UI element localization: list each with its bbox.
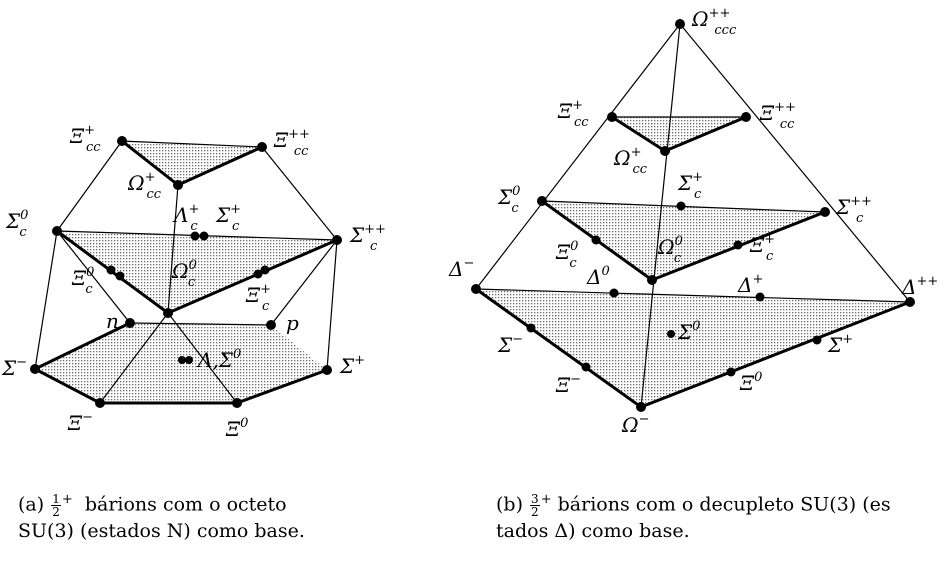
top-triangle-plane-b: [612, 117, 746, 151]
label-sigma-minus: Σ−: [1, 355, 27, 380]
label-sigma-minus-b: Σ−: [497, 332, 523, 357]
label-xi-cc-plusplus: Ξ++cc: [273, 127, 310, 159]
label-proton: p: [286, 311, 299, 335]
dot-omega-minus: [636, 402, 646, 412]
dot-xi-cc-plus-b: [607, 112, 617, 122]
dot-xi-c-plus-b: [260, 265, 270, 275]
label-xi-cc-plus: Ξ+cc: [69, 123, 101, 155]
dot-xi-cc-plusplus-b: [741, 112, 751, 122]
dot-delta-minus: [471, 284, 481, 294]
label-xi-zero: Ξ0: [225, 416, 248, 441]
dot-xi-minus: [95, 398, 105, 408]
dot-sigma-minus: [30, 364, 40, 374]
dot-xi-c-zero-b: [591, 235, 601, 245]
label-sigma-zero-b: Σ0: [677, 319, 700, 344]
dot-sigma-plus: [322, 365, 332, 375]
dot-neutron: [125, 318, 135, 328]
dot-xi-cc-plus: [117, 136, 127, 146]
label-xi-minus-b: Ξ−: [555, 372, 581, 397]
dot-sigma-c-plusplus: [332, 235, 342, 245]
label-sigma-c-plus-b: Σ+c: [677, 170, 703, 202]
label-sigma-c-plusplus-b: Σ++c: [835, 194, 872, 226]
label-sigma-plus: Σ+: [339, 353, 365, 378]
dot-sigma-c-plusplus-b: [820, 207, 830, 217]
dot-sigma-c-zero: [52, 226, 62, 236]
label-sigma-c-plus: Σ+c: [215, 202, 241, 234]
label-omega-minus: Ω−: [621, 412, 650, 437]
dot-sigma-c-plus-b: [676, 201, 686, 211]
dot-proton: [266, 320, 276, 330]
top-triangle-plane: [122, 141, 262, 185]
middle-triangle-plane-b: [542, 201, 825, 280]
dot-sigma-minus-b: [526, 323, 536, 333]
label-xi-zero-b: Ξ0: [739, 370, 762, 395]
dot-xi-c-plus-a: [253, 269, 263, 279]
label-neutron: n: [106, 309, 119, 333]
dot-xi-c-plus-b: [733, 240, 743, 250]
label-sigma-c-plusplus: Σ++c: [349, 222, 386, 254]
middle-triangle-plane: [57, 231, 337, 313]
label-delta-plusplus: Δ++: [901, 274, 938, 299]
dot-delta-plusplus: [905, 297, 915, 307]
dot-sigma-plus-b: [812, 335, 822, 345]
label-delta-plus: Δ+: [737, 272, 763, 297]
dot-delta-zero: [609, 288, 619, 298]
label-lambda-sigma-zero: Λ,Σ0: [196, 347, 241, 372]
label-omega-cc-plus-b: Ω+cc: [613, 145, 648, 177]
dot-delta-plus: [755, 292, 765, 302]
dot-xi-zero-b: [726, 367, 736, 377]
label-sigma-plus-b: Σ+: [827, 332, 853, 357]
dot-xi-cc-plusplus: [257, 142, 267, 152]
dot-xi-minus-b: [581, 362, 591, 372]
label-xi-c-plus: Ξ+c: [245, 282, 271, 314]
dot-xi-zero: [232, 398, 242, 408]
label-xi-minus: Ξ−: [67, 410, 93, 435]
label-xi-cc-plus-b: Ξ+cc: [557, 98, 589, 130]
caption-b-line2: tados Δ) como base.: [496, 520, 690, 543]
dot-xi-c-zero-b: [115, 271, 125, 281]
caption-a-line2: SU(3) (estados N) como base.: [18, 520, 305, 543]
dot-sigma-zero: [185, 356, 193, 364]
dot-sigma-c-plus: [199, 231, 209, 241]
label-delta-minus: Δ−: [448, 256, 474, 281]
label-xi-c-plus-b: Ξ+c: [749, 232, 775, 264]
label-xi-cc-plusplus-b: Ξ++cc: [759, 100, 796, 132]
label-omega-ccc-plusplus: Ω++ccc: [691, 6, 737, 38]
dot-omega-c-zero-b: [647, 275, 657, 285]
decuplet-triangle-plane: [476, 289, 910, 407]
dot-omega-cc-plus: [173, 180, 183, 190]
dot-omega-c-zero: [163, 308, 173, 318]
dot-sigma-c-zero-b: [537, 196, 547, 206]
label-delta-zero: Δ0: [586, 264, 610, 289]
dot-lambda-c-plus: [190, 231, 200, 241]
dot-lambda-zero: [178, 356, 186, 364]
label-lambda-c-plus: Λ+c: [172, 202, 199, 234]
dot-omega-cc-plus-b: [660, 146, 670, 156]
label-omega-cc-plus: Ω+cc: [127, 170, 162, 202]
dot-sigma-zero-b: [667, 330, 675, 338]
dot-omega-ccc-plusplus: [675, 19, 685, 29]
dot-xi-c-zero-a: [106, 265, 116, 275]
